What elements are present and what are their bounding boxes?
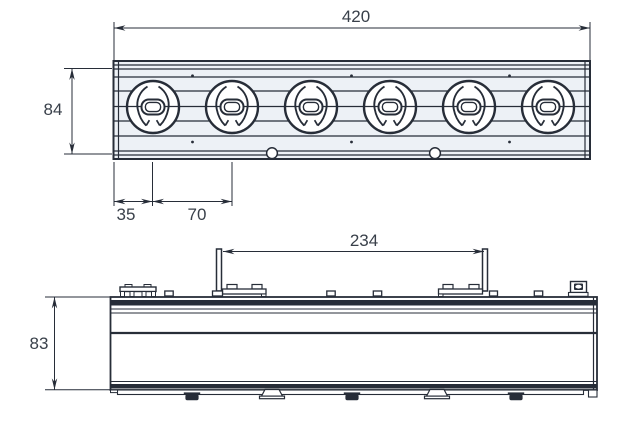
left-suspension-pin: [215, 248, 223, 292]
knob-slot: [298, 98, 324, 116]
dimension-height-top: [64, 68, 112, 155]
bottom-dark-band: [111, 384, 597, 389]
dim-label-overall-width: 420: [342, 7, 370, 26]
front-view-body: [109, 296, 598, 391]
top-view: [112, 60, 591, 160]
front-view: [109, 248, 598, 401]
top-dark-band: [111, 300, 597, 306]
top-tab: [164, 290, 174, 297]
knob-slot: [377, 98, 403, 116]
dim-label-height-top: 84: [44, 100, 63, 119]
flange-lines: [113, 64, 590, 156]
dimension-overall-width: [113, 22, 591, 60]
dim-label-end-offset: 35: [117, 205, 136, 224]
knob-slot: [219, 98, 245, 116]
terminal-box: [567, 280, 589, 297]
rail-clamp: [119, 284, 157, 297]
knob-slot: [535, 98, 561, 116]
top-tab: [372, 290, 383, 297]
screw-dots: [191, 74, 511, 144]
bottom-right-block: [587, 389, 598, 398]
dim-label-pin-spacing: 234: [350, 231, 378, 250]
dim-label-height-front: 83: [30, 334, 49, 353]
right-pin-bracket: [437, 283, 499, 297]
right-suspension-pin: [481, 248, 489, 292]
bottom-hole: [265, 147, 279, 160]
top-tab: [326, 290, 336, 297]
rubber-foot: [507, 392, 525, 401]
dimension-height-front: [45, 296, 110, 391]
rubber-foot: [343, 392, 361, 401]
dimension-end-offset-and-pitch: [113, 162, 233, 206]
top-tab: [533, 290, 544, 297]
bottom-left-step: [110, 389, 118, 394]
rubber-foot: [183, 392, 201, 401]
knob-slot: [140, 98, 166, 116]
bottom-hole: [428, 147, 442, 160]
dim-label-hole-pitch: 70: [188, 205, 207, 224]
left-pin-bracket: [211, 283, 267, 297]
knob-slot: [456, 98, 482, 116]
front-body-lines: [110, 308, 597, 382]
